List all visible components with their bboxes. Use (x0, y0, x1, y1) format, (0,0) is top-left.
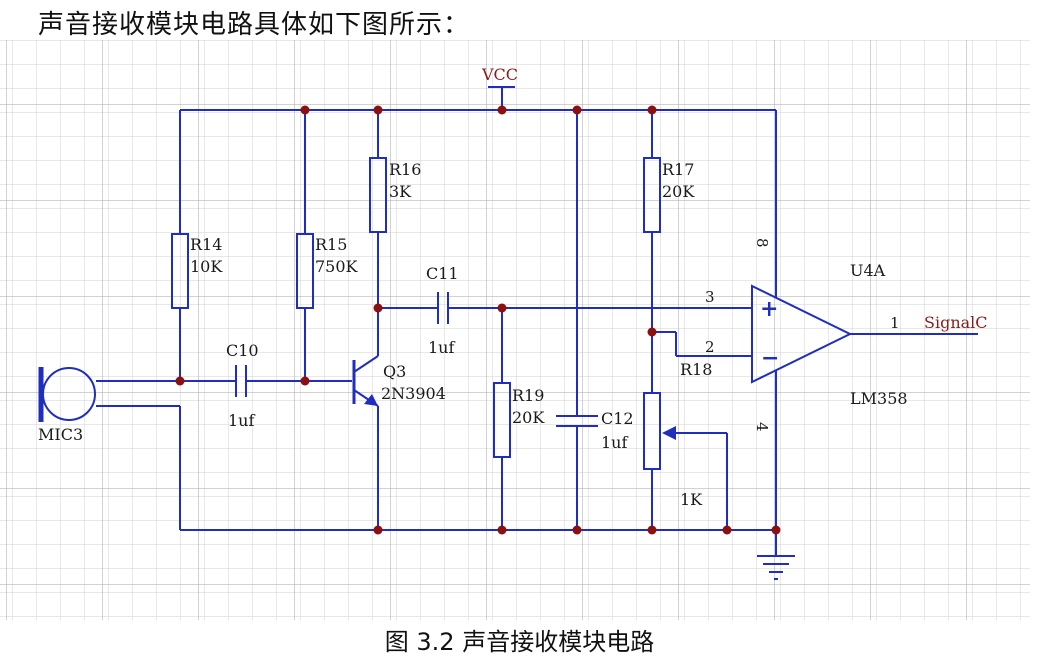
resistor-r17: R17 20K (643, 110, 695, 393)
r14-ref: R14 (190, 235, 222, 254)
junction-dot (647, 525, 657, 535)
resistor-r15: R15 750K (296, 110, 359, 381)
u4a-part: LM358 (850, 389, 908, 408)
r17-ref: R17 (662, 160, 694, 179)
intro-text: 声音接收模块电路具体如下图所示： (38, 10, 471, 40)
resistor-r16: R16 3K (369, 110, 421, 308)
pin-2-label: 2 (705, 338, 715, 356)
signalc-net-label: SignalC (924, 313, 988, 332)
q3-part: 2N3904 (381, 384, 446, 403)
vcc-label: VCC (481, 65, 518, 84)
resistor-r19: R19 20K (493, 308, 545, 530)
junction-dot (300, 376, 310, 386)
pin-4-label: 4 (753, 422, 771, 432)
junction-dot (175, 376, 185, 386)
schematic-grid (0, 40, 1030, 620)
r14-value: 10K (190, 257, 223, 276)
r19-ref: R19 (512, 386, 544, 405)
junction-dot (771, 525, 781, 535)
junction-dot (300, 105, 310, 115)
pin-1-label: 1 (890, 314, 900, 332)
capacitor-c12: C12 1uf (556, 110, 634, 530)
junction-dots (175, 105, 781, 535)
junction-dot (373, 303, 383, 313)
r15-ref: R15 (315, 235, 347, 254)
circuit-diagram: VCC MIC3 R14 10K C10 1uf (0, 40, 1030, 620)
r18-ref: R18 (680, 360, 712, 379)
junction-dot (722, 525, 732, 535)
r16-value: 3K (389, 182, 412, 201)
junction-dot (572, 105, 582, 115)
mic3-label: MIC3 (38, 425, 83, 444)
junction-dot (497, 105, 507, 115)
resistor-r14: R14 10K (171, 110, 223, 381)
pin-8-label: 8 (753, 238, 771, 248)
c12-ref: C12 (601, 409, 634, 428)
c10-ref: C10 (226, 341, 259, 360)
u4a-ref: U4A (850, 261, 886, 280)
junction-dot (647, 327, 657, 337)
pin-3-label: 3 (705, 288, 715, 306)
junction-dot (373, 525, 383, 535)
junction-dot (497, 303, 507, 313)
opamp-minus-sign: − (761, 345, 779, 371)
r18-value: 1K (680, 490, 703, 509)
potentiometer-r18: R18 1K (643, 331, 752, 530)
junction-dot (647, 105, 657, 115)
junction-dot (373, 105, 383, 115)
c12-value: 1uf (601, 433, 628, 452)
r19-value: 20K (512, 408, 545, 427)
transistor-q3: Q3 2N3904 (305, 308, 446, 530)
microphone-mic3: MIC3 (38, 367, 181, 530)
c10-value: 1uf (228, 411, 255, 430)
capacitor-c10: C10 1uf (180, 341, 305, 430)
r15-value: 750K (315, 257, 359, 276)
c11-ref: C11 (426, 264, 459, 283)
capacitor-c11: C11 1uf (378, 264, 752, 357)
q3-ref: Q3 (383, 362, 406, 381)
opamp-plus-sign: + (760, 296, 778, 322)
opamp-u4a: + − 3 2 1 8 4 U4A LM358 SignalC (705, 110, 988, 530)
r17-value: 20K (662, 182, 695, 201)
r16-ref: R16 (389, 160, 421, 179)
junction-dot (572, 525, 582, 535)
figure-caption: 图 3.2 声音接收模块电路 (384, 628, 655, 656)
junction-dot (497, 525, 507, 535)
c11-value: 1uf (428, 338, 455, 357)
